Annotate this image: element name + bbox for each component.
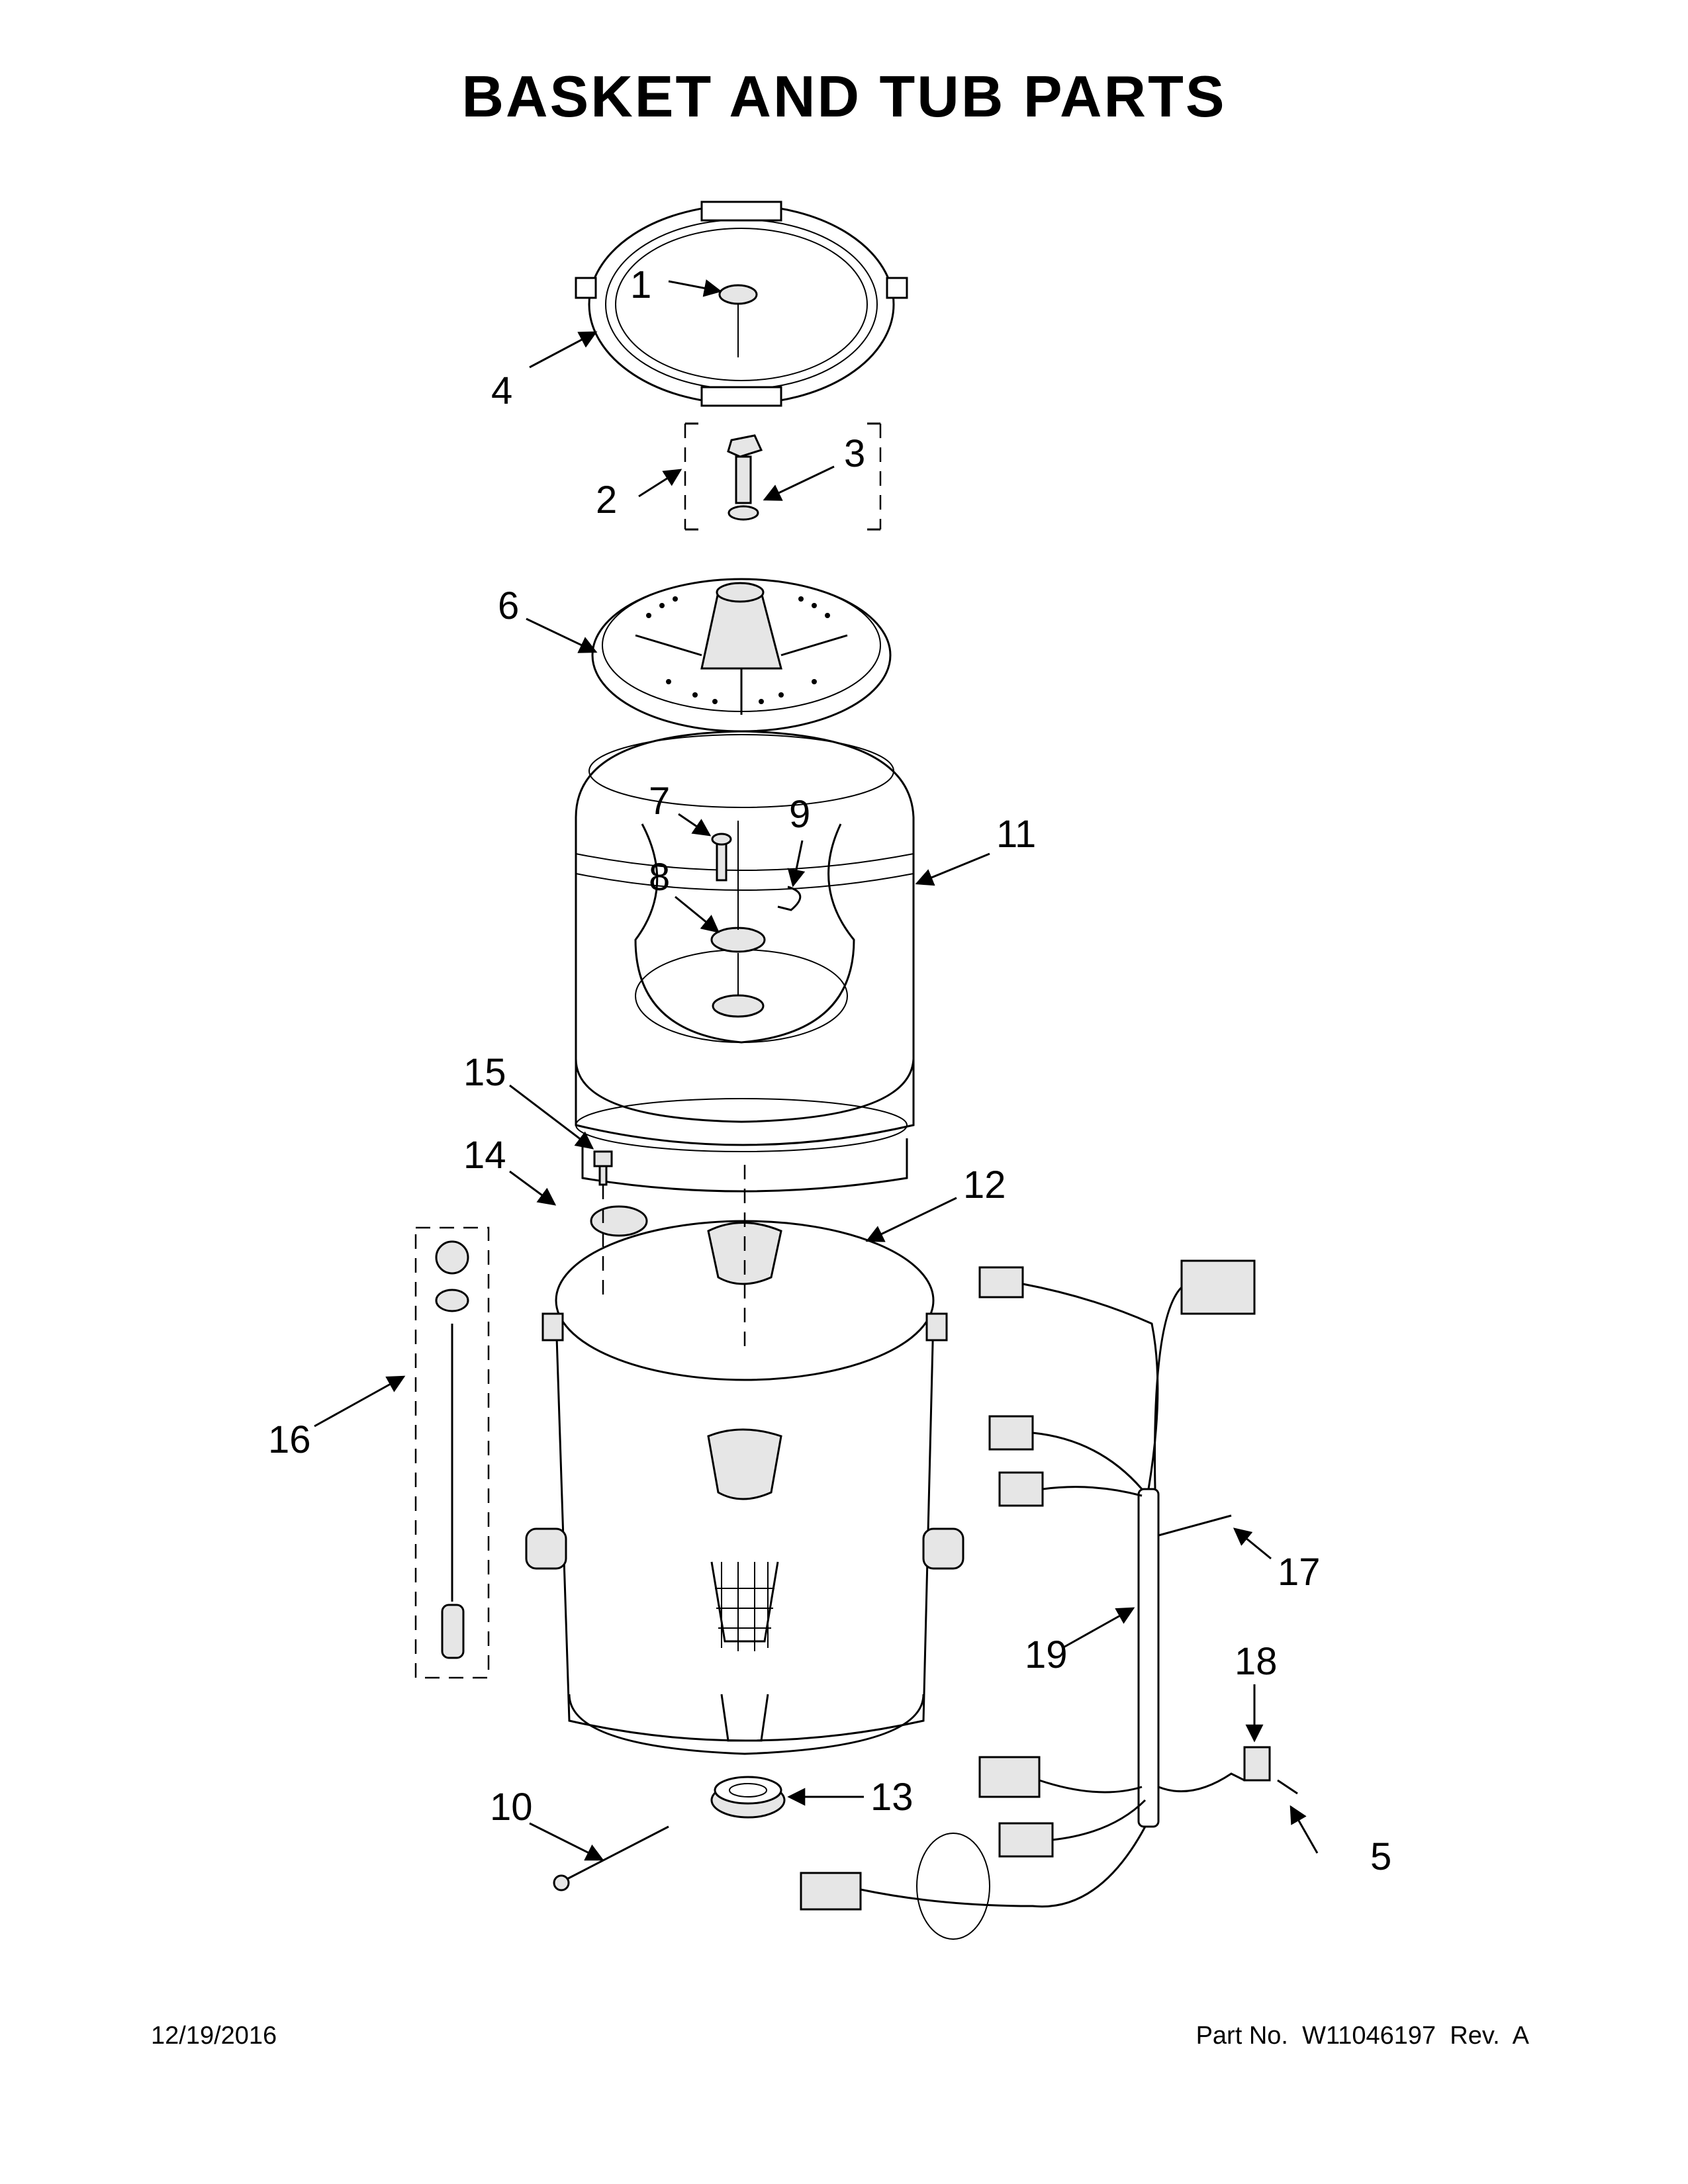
callout-5: 5 — [1370, 1835, 1391, 1878]
screw-part — [716, 839, 727, 882]
callout-19: 19 — [1025, 1633, 1068, 1676]
callout-10: 10 — [490, 1786, 533, 1829]
callout-4: 4 — [491, 369, 512, 412]
callout-6: 6 — [498, 584, 519, 627]
pressure-sensor-part — [553, 1825, 669, 1891]
tub-ring-part — [575, 201, 908, 407]
ground-clip-part — [1243, 1746, 1271, 1782]
callout-18: 18 — [1235, 1640, 1278, 1683]
callout-3: 3 — [844, 432, 865, 475]
callout-14: 14 — [463, 1134, 506, 1177]
callout-12: 12 — [963, 1163, 1006, 1206]
leader-arrows — [314, 279, 1319, 1861]
callout-labels: 1 2 3 4 5 6 7 8 9 10 11 12 13 14 15 16 1… — [268, 263, 1391, 1878]
callout-17: 17 — [1278, 1551, 1321, 1594]
callout-11: 11 — [996, 813, 1036, 856]
impeller-part — [591, 578, 892, 733]
page-title: BASKET AND TUB PARTS — [461, 64, 1227, 129]
center-cap-part — [718, 284, 758, 305]
callout-13: 13 — [870, 1776, 914, 1819]
drain-tube-part — [1158, 1514, 1232, 1537]
footer-part-number: Part No. W11046197 Rev. A — [1196, 2022, 1529, 2050]
bolt-kit-part — [684, 422, 882, 531]
tub-seal-part — [710, 1776, 786, 1819]
bracket-part — [590, 1150, 648, 1297]
callout-15: 15 — [463, 1051, 506, 1094]
callout-2: 2 — [596, 478, 617, 522]
footer-date: 12/19/2016 — [151, 2022, 277, 2050]
clip-part — [777, 886, 802, 911]
basket-hub-part — [710, 927, 766, 953]
wire-harness-part — [800, 1259, 1298, 1940]
callout-1: 1 — [630, 263, 651, 306]
basket-part — [575, 730, 915, 1193]
callout-16: 16 — [268, 1418, 311, 1461]
callout-7: 7 — [649, 780, 670, 823]
suspension-rod-part — [414, 1226, 490, 1679]
outer-tub-part — [525, 1165, 964, 1755]
callout-8: 8 — [649, 856, 670, 899]
callout-9: 9 — [789, 793, 810, 836]
